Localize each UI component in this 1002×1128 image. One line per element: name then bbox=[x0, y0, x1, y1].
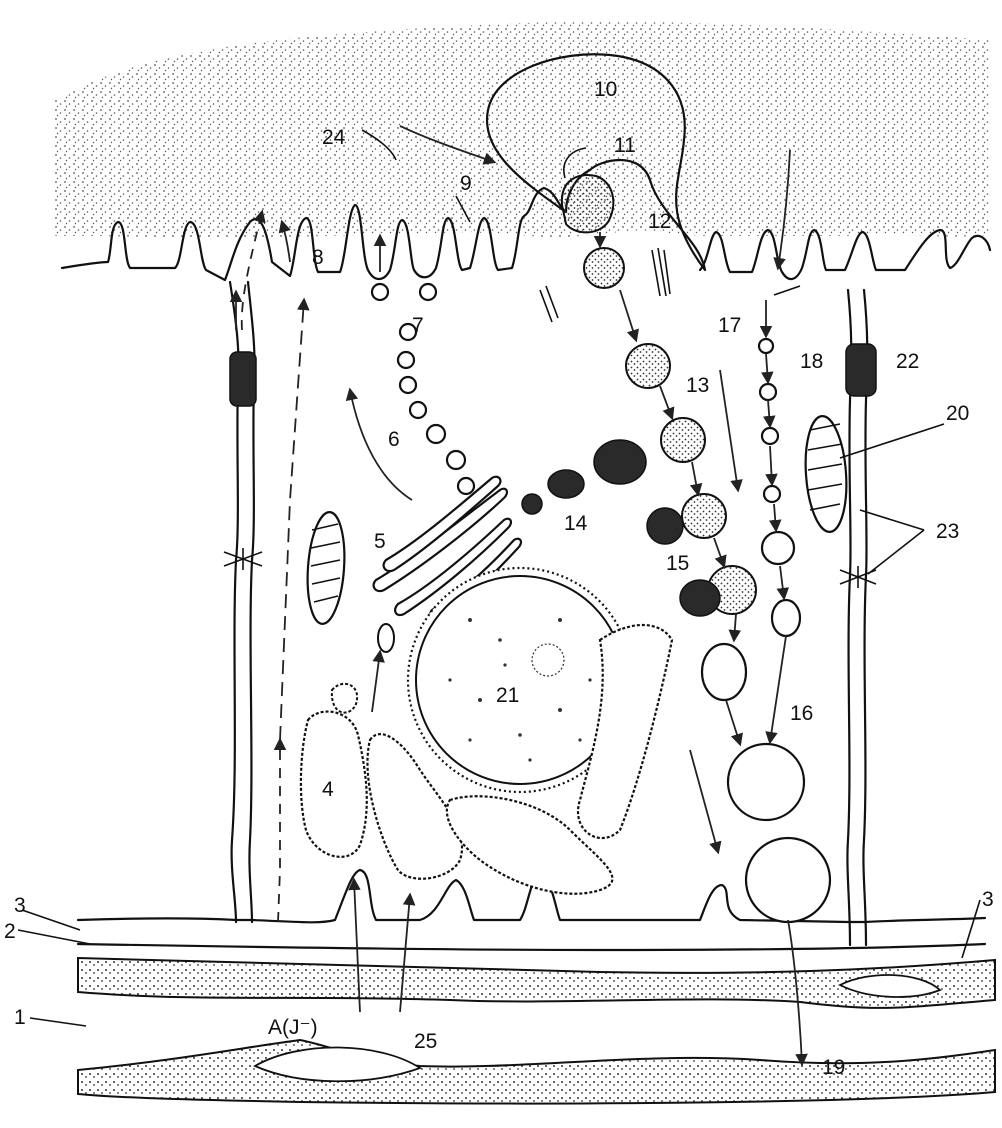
label-9: 9 bbox=[460, 172, 472, 195]
label-14: 14 bbox=[564, 512, 588, 535]
secretory-vesicle bbox=[746, 838, 830, 922]
label-3-left: 3 bbox=[14, 894, 26, 917]
label-25: 25 bbox=[414, 1030, 437, 1053]
colloid-region bbox=[55, 22, 990, 238]
tight-junction-left bbox=[230, 352, 256, 406]
label-13: 13 bbox=[686, 374, 709, 397]
small-vesicle bbox=[772, 600, 800, 636]
colloid-droplet bbox=[661, 418, 705, 462]
label-10: 10 bbox=[594, 78, 617, 101]
tight-junction-right bbox=[846, 344, 876, 396]
label-24: 24 bbox=[322, 126, 346, 149]
endocytic-vesicle-11 bbox=[562, 175, 614, 232]
label-5: 5 bbox=[374, 530, 386, 553]
desmosome-right bbox=[840, 566, 876, 588]
lysosome-fusing bbox=[680, 580, 720, 616]
label-17: 17 bbox=[718, 314, 741, 337]
label-ion: A(J⁻) bbox=[268, 1016, 318, 1039]
desmosome-left bbox=[224, 548, 262, 570]
lysosome bbox=[647, 508, 683, 544]
secretory-vesicle bbox=[728, 744, 804, 820]
label-18: 18 bbox=[800, 350, 823, 373]
label-1: 1 bbox=[14, 1006, 26, 1029]
secretory-vesicle bbox=[702, 644, 746, 700]
label-23: 23 bbox=[936, 520, 959, 543]
mitochondrion-left bbox=[304, 511, 348, 625]
colloid-droplet bbox=[626, 344, 670, 388]
lysosome bbox=[594, 440, 646, 484]
label-4: 4 bbox=[322, 778, 334, 801]
label-3-right: 3 bbox=[982, 888, 994, 911]
label-11: 11 bbox=[614, 134, 636, 157]
label-19: 19 bbox=[822, 1056, 845, 1079]
lysosome bbox=[548, 470, 584, 498]
label-22: 22 bbox=[896, 350, 919, 373]
label-20: 20 bbox=[946, 402, 969, 425]
label-2: 2 bbox=[4, 920, 16, 943]
lysosome bbox=[522, 494, 542, 514]
small-vesicle bbox=[762, 532, 794, 564]
colloid-droplet bbox=[682, 494, 726, 538]
label-12: 12 bbox=[648, 210, 671, 233]
label-16: 16 bbox=[790, 702, 813, 725]
label-7: 7 bbox=[412, 314, 424, 337]
capillary-wall-bottom bbox=[78, 1040, 995, 1104]
apical-membrane-right bbox=[700, 230, 990, 279]
colloid-droplet bbox=[584, 248, 624, 288]
mitochondrion-right bbox=[802, 415, 850, 534]
label-6: 6 bbox=[388, 428, 400, 451]
label-8: 8 bbox=[312, 246, 324, 269]
label-21: 21 bbox=[496, 684, 519, 707]
label-15: 15 bbox=[666, 552, 689, 575]
